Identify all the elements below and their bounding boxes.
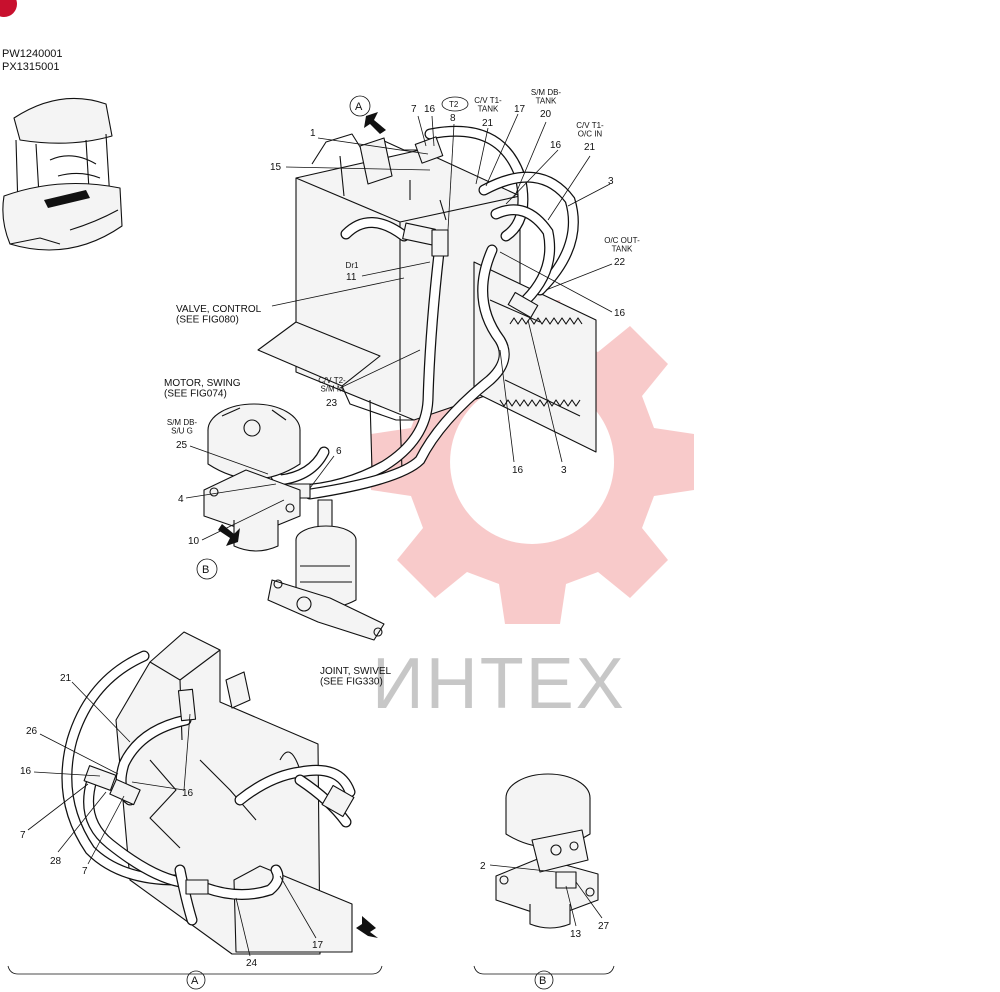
callout-sm-db-sug: S/M DB-S/U G xyxy=(167,418,198,435)
part-number: 8 xyxy=(450,113,456,124)
code-line-2: PX1315001 xyxy=(2,61,60,73)
part-number: 16 xyxy=(550,140,562,151)
part-number: 21 xyxy=(584,142,596,153)
callout-ct1-tank: C/V T1-TANK xyxy=(474,96,502,113)
part-number: 16 xyxy=(182,788,194,799)
view-b-bracket xyxy=(473,965,615,975)
part-number: 26 xyxy=(26,726,38,737)
part-number: 25 xyxy=(176,440,188,451)
t2-tag xyxy=(441,96,469,112)
machine-thumbnail xyxy=(2,97,123,251)
part-number: 10 xyxy=(188,536,200,547)
part-number: 23 xyxy=(326,398,338,409)
part-number: 7 xyxy=(82,866,88,877)
view-b-detail xyxy=(495,773,599,929)
part-number: 7 xyxy=(411,104,417,115)
part-number: 11 xyxy=(346,272,357,283)
part-number: 20 xyxy=(540,109,552,120)
callout-ct2-sm-m: C/V T2-S/M M xyxy=(318,376,346,393)
oil-cooler xyxy=(473,261,597,453)
callout-valve-control: VALVE, CONTROL(SEE FIG080) xyxy=(176,304,262,326)
part-number: 17 xyxy=(514,104,526,115)
view-a-marker xyxy=(349,95,371,117)
view-a-arrow-icon xyxy=(364,112,386,134)
watermark-text: ИНТЕХ xyxy=(372,644,626,724)
callout-sm-db-tank: S/M DB-TANK xyxy=(531,88,562,105)
callout-joint-swivel: JOINT, SWIVEL(SEE FIG330) xyxy=(320,666,392,688)
view-a-detail xyxy=(61,631,356,955)
corner-badge-icon xyxy=(0,0,17,17)
part-number: 1 xyxy=(310,128,316,139)
swivel-joint xyxy=(267,499,385,641)
part-number: 16 xyxy=(512,465,524,476)
part-number: 13 xyxy=(570,929,582,940)
view-b-caption-marker xyxy=(534,970,554,990)
part-number: 21 xyxy=(60,673,72,684)
control-valve-block xyxy=(257,133,521,471)
part-number: 15 xyxy=(270,162,282,173)
part-number: 28 xyxy=(50,856,62,867)
leader-lines xyxy=(27,113,613,957)
code-line-1: PW1240001 xyxy=(2,48,63,60)
part-number: 7 xyxy=(20,830,26,841)
part-number: 6 xyxy=(336,446,342,457)
swing-motor xyxy=(203,403,301,552)
part-number: 24 xyxy=(246,958,258,969)
part-number: 3 xyxy=(608,176,614,187)
part-number: 17 xyxy=(312,940,324,951)
callout-oc-out-tank: O/C OUT-TANK xyxy=(604,236,640,253)
hoses-main-view xyxy=(269,125,579,500)
flow-arrow-icon xyxy=(356,916,378,938)
part-number: 16 xyxy=(614,308,626,319)
view-a-caption-marker xyxy=(186,970,206,990)
view-a-marker-label: A xyxy=(355,101,363,113)
t2-tag-label: T2 xyxy=(449,100,459,109)
view-a-caption: A xyxy=(191,975,199,987)
part-number: 16 xyxy=(20,766,32,777)
callout-ct1-oc-in: C/V T1-O/C IN xyxy=(576,121,604,138)
part-number-labels: 7 16 8 21 17 20 16 21 3 1 15 22 11 16 23… xyxy=(20,104,626,969)
part-number: 4 xyxy=(178,494,184,505)
callout-motor-swing: MOTOR, SWING(SEE FIG074) xyxy=(164,378,241,400)
part-number: 22 xyxy=(614,257,626,268)
part-number: 21 xyxy=(482,118,494,129)
view-b-marker xyxy=(196,558,218,580)
part-number: 3 xyxy=(561,465,567,476)
part-number: 16 xyxy=(424,104,436,115)
view-a-bracket xyxy=(7,965,383,975)
callout-dr1: Dr1 xyxy=(346,261,359,270)
view-b-marker-label: B xyxy=(202,564,209,576)
part-number: 27 xyxy=(598,921,610,932)
view-b-caption: B xyxy=(539,975,546,987)
part-number: 2 xyxy=(480,861,486,872)
